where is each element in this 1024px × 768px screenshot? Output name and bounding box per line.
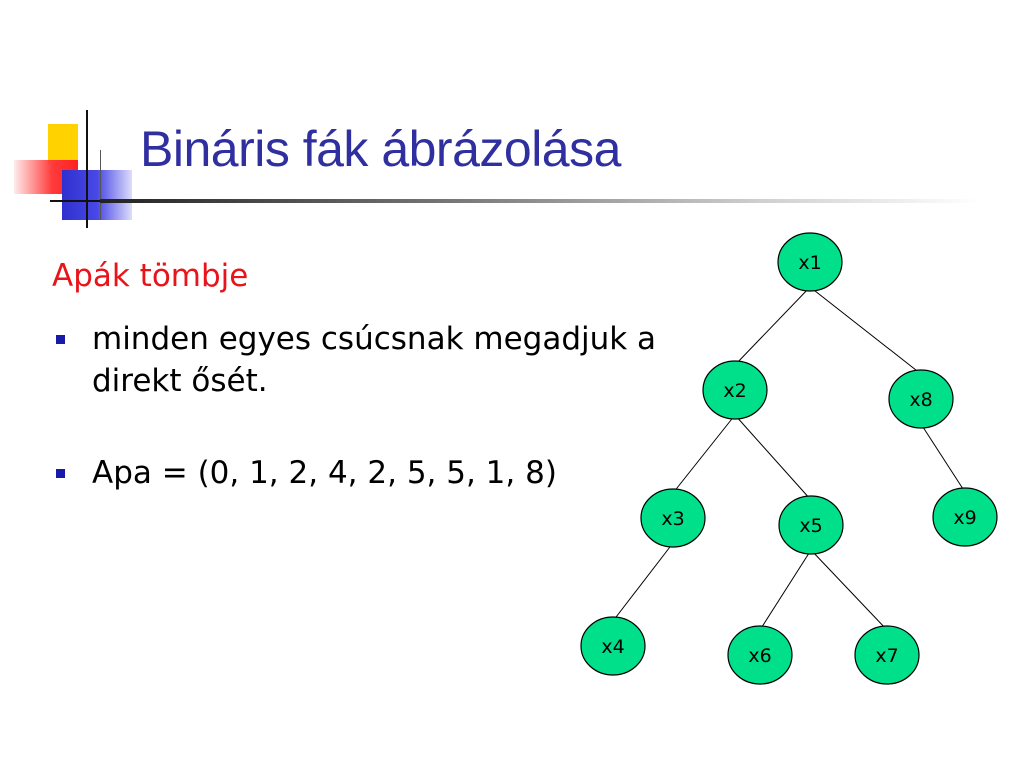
tree-node-x5: x5 — [778, 495, 844, 555]
tree-node-label: x7 — [875, 645, 898, 667]
bullet-list: minden egyes csúcsnak megadjuk a direkt … — [52, 318, 712, 494]
logo-vertical-line-thin — [100, 150, 101, 220]
bullet-text: Apa = (0, 1, 2, 4, 2, 5, 5, 1, 8) — [92, 455, 557, 491]
tree-node-circle — [778, 495, 844, 555]
logo-vertical-line — [86, 110, 88, 228]
tree-node-x7: x7 — [854, 625, 920, 685]
tree-node-x2: x2 — [702, 360, 768, 420]
tree-node-label: x3 — [661, 508, 684, 530]
tree-node-label: x5 — [799, 515, 822, 537]
tree-node-x9: x9 — [932, 487, 998, 547]
tree-edge-x1-x8 — [809, 286, 922, 375]
bullet-square-icon — [56, 469, 65, 478]
tree-node-label: x8 — [909, 389, 932, 411]
tree-node-circle — [888, 369, 954, 429]
logo-yellow-square — [48, 124, 78, 164]
tree-node-label: x9 — [953, 507, 976, 529]
bullet-square-icon — [56, 335, 65, 344]
logo-horizontal-line — [50, 200, 140, 202]
logo-blue-square — [62, 170, 132, 220]
tree-node-circle — [727, 625, 793, 685]
tree-node-x4: x4 — [580, 616, 646, 676]
bullet-text: minden egyes csúcsnak megadjuk a direkt … — [92, 321, 657, 399]
slide-title: Bináris fák ábrázolása — [140, 121, 621, 177]
tree-edge-x1-x2 — [734, 286, 811, 366]
tree-node-x6: x6 — [727, 625, 793, 685]
tree-node-circle — [580, 616, 646, 676]
tree-node-circle — [854, 625, 920, 685]
subheading: Apák tömbje — [52, 258, 249, 294]
tree-edge-x3-x4 — [612, 542, 674, 622]
tree-node-x3: x3 — [640, 488, 706, 548]
tree-nodes: x1 x2 x8 x3 x5 x9 x4 x6 x7 — [580, 232, 998, 685]
tree-edges — [612, 286, 966, 631]
slide-logo-decoration — [0, 0, 150, 240]
tree-node-circle — [777, 232, 843, 292]
tree-node-label: x4 — [601, 636, 624, 658]
tree-edge-x8-x9 — [920, 423, 966, 493]
tree-node-circle — [932, 487, 998, 547]
title-underline — [100, 199, 980, 203]
tree-node-circle — [702, 360, 768, 420]
tree-edge-x2-x5 — [734, 414, 812, 501]
tree-node-label: x2 — [723, 380, 746, 402]
tree-node-x1: x1 — [777, 232, 843, 292]
tree-edge-x5-x6 — [759, 549, 812, 631]
bullet-item: Apa = (0, 1, 2, 4, 2, 5, 5, 1, 8) — [52, 452, 712, 494]
tree-node-circle — [640, 488, 706, 548]
bullet-item: minden egyes csúcsnak megadjuk a direkt … — [52, 318, 712, 402]
tree-edge-x2-x3 — [672, 414, 736, 494]
tree-node-x8: x8 — [888, 369, 954, 429]
tree-node-label: x1 — [798, 252, 821, 274]
tree-node-label: x6 — [748, 645, 771, 667]
tree-edge-x5-x7 — [810, 549, 888, 631]
